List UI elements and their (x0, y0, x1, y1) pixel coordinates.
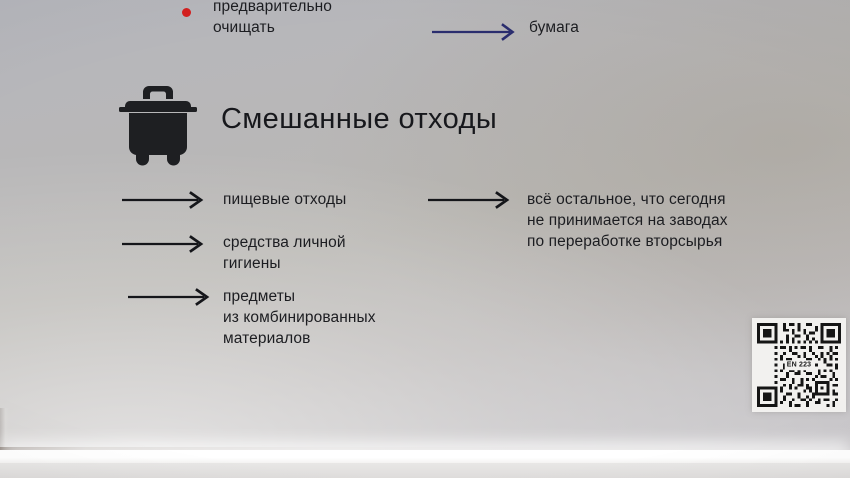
left-item-label-0: пищевые отходы (223, 191, 347, 208)
left-item-label-2: предметы из комбинированных материалов (223, 288, 376, 347)
lower-wall-panel (0, 463, 850, 478)
qr-code[interactable]: EN 223 (752, 318, 846, 412)
right-column-label: всё остальное, что сегодня не принимаетс… (527, 191, 728, 250)
panel-seam (0, 447, 850, 450)
top-bullet-label: предварительно очищать (213, 0, 333, 36)
red-bullet-icon (182, 8, 191, 17)
led-light-strip (0, 450, 850, 463)
page-title: Смешанные отходы (221, 103, 498, 135)
arrow-right-icon-hygiene (122, 235, 210, 253)
arrow-right-icon-paper (432, 23, 520, 41)
left-item-label-1: средства личной гигиены (223, 234, 346, 272)
paper-label: бумага (529, 19, 579, 36)
trash-bin-icon (119, 84, 197, 166)
wall-edge-shadow (0, 408, 9, 452)
arrow-right-icon-food (122, 191, 210, 209)
arrow-right-icon-everything-else (428, 191, 516, 209)
arrow-right-icon-composite (128, 288, 216, 306)
qr-center-label: EN 223 (784, 360, 814, 370)
